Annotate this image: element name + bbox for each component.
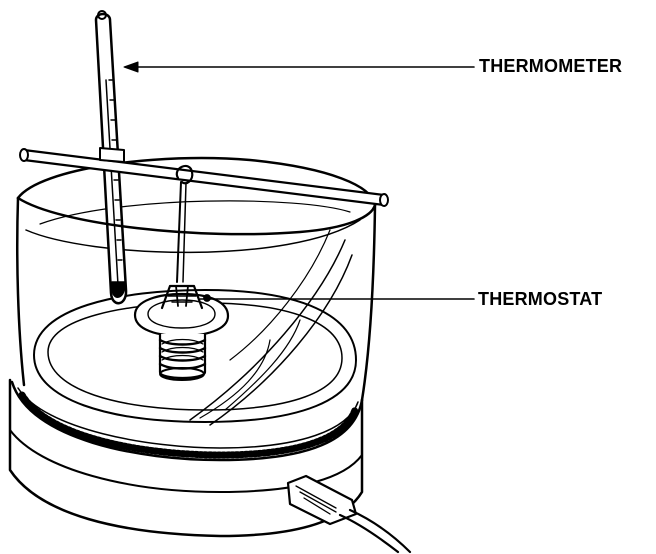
heater-base-lower-rim [9, 429, 363, 493]
glass-reflection-1 [189, 239, 346, 421]
heater-base-band-edge [17, 387, 359, 449]
support-rod-left-end [19, 148, 29, 162]
suspension-wire-left [176, 181, 182, 283]
thermostat [133, 284, 230, 381]
thermostat-jiggle-pin [203, 294, 211, 302]
beaker-right-wall [360, 203, 377, 402]
power-cord-wire [338, 508, 412, 554]
support-rod [19, 147, 389, 207]
thermostat-frame [160, 284, 204, 310]
glass-reflection-4 [224, 319, 301, 411]
power-plug-ridges [295, 485, 337, 515]
thermometer-top-eye [97, 10, 107, 20]
thermometer-label: THERMOMETER [479, 56, 623, 76]
glass-reflection-2 [209, 254, 353, 426]
heater-base-knurled-band [18, 391, 359, 459]
thermostat-base-cap [159, 367, 205, 381]
thermometer-column [105, 79, 119, 286]
glass-reflection-5 [199, 339, 271, 419]
wire-ring-back [16, 156, 377, 207]
thermostat-spring-coils [158, 338, 207, 370]
thermostat-spring-coils-back [161, 338, 204, 361]
thermostat-label: THERMOSTAT [478, 289, 603, 309]
thermostat-flange-inner [147, 299, 216, 329]
suspension-wire-right [182, 182, 187, 283]
beaker-left-wall [16, 196, 26, 387]
water-surface-back [39, 200, 351, 225]
thermometer-leader-arrowhead [123, 61, 139, 73]
power-cord [286, 474, 412, 554]
callout-leaders [123, 61, 475, 300]
suspension-wire [176, 181, 187, 283]
thermometer-bulb [111, 281, 126, 298]
thermometer-clamp [99, 147, 125, 163]
glass-reflection-3 [229, 229, 331, 361]
support-rod-right-end [379, 193, 389, 207]
wire-ring-front [16, 196, 377, 236]
water-surface [25, 219, 361, 254]
thermostat-valve-detail [167, 295, 197, 303]
